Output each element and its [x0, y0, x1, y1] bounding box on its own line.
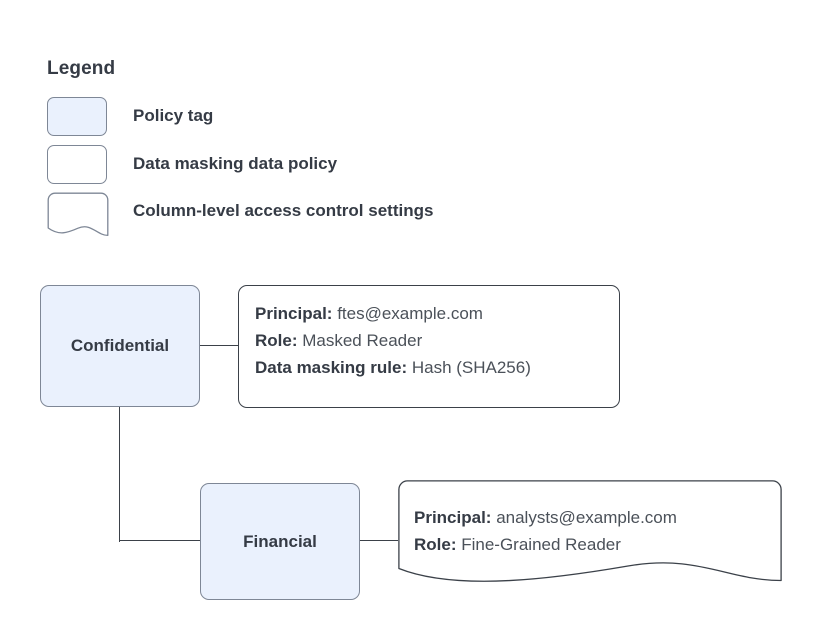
- edge-confidential-to-financial-horizontal: [119, 540, 201, 542]
- card-key-masking-rule: Data masking rule:: [255, 358, 408, 377]
- card-line-principal-2: Principal: analysts@example.com: [414, 504, 768, 531]
- card-line-principal: Principal: ftes@example.com: [255, 300, 603, 327]
- card-value-role: Masked Reader: [297, 331, 423, 350]
- card-value-principal-2: analysts@example.com: [491, 508, 677, 527]
- legend-item-policy-tag: Policy tag: [47, 97, 213, 136]
- card-value-role-2: Fine-Grained Reader: [456, 535, 621, 554]
- card-key-role-2: Role:: [414, 535, 457, 554]
- edge-confidential-to-financial-vertical: [119, 407, 121, 542]
- card-value-principal: ftes@example.com: [332, 304, 483, 323]
- card-line-role: Role: Masked Reader: [255, 327, 603, 354]
- legend-label-column-access-settings: Column-level access control settings: [133, 201, 434, 221]
- document-wavy-icon: [47, 192, 109, 237]
- legend-title: Legend: [47, 58, 116, 79]
- column-access-settings-swatch: [47, 192, 109, 237]
- card-line-role-2: Role: Fine-Grained Reader: [414, 531, 768, 558]
- data-masking-policy-swatch: [47, 145, 107, 184]
- card-value-masking-rule: Hash (SHA256): [407, 358, 531, 377]
- legend-item-data-masking-policy: Data masking data policy: [47, 145, 337, 184]
- legend-item-column-access-settings: Column-level access control settings: [47, 192, 434, 237]
- confidential-policy-card[interactable]: Principal: ftes@example.com Role: Masked…: [238, 285, 620, 408]
- node-financial[interactable]: Financial: [200, 483, 360, 600]
- card-key-principal-2: Principal:: [414, 508, 492, 527]
- edge-confidential-to-policy-card: [200, 345, 238, 347]
- card-key-role: Role:: [255, 331, 298, 350]
- card-key-principal: Principal:: [255, 304, 333, 323]
- card-line-masking-rule: Data masking rule: Hash (SHA256): [255, 354, 603, 381]
- financial-policy-card[interactable]: Principal: analysts@example.com Role: Fi…: [398, 480, 782, 592]
- policy-tag-swatch: [47, 97, 107, 136]
- legend-label-data-masking-policy: Data masking data policy: [133, 154, 338, 174]
- edge-financial-to-policy-card: [360, 540, 398, 542]
- financial-policy-card-text: Principal: analysts@example.com Role: Fi…: [414, 504, 768, 558]
- legend-label-policy-tag: Policy tag: [133, 106, 214, 126]
- document-wavy-shape: [398, 480, 782, 582]
- node-confidential[interactable]: Confidential: [40, 285, 200, 407]
